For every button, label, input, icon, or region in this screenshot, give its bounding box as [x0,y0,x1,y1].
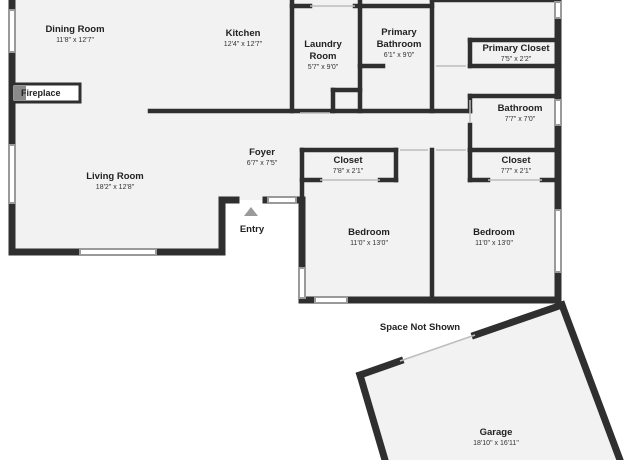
fireplace-hearth [14,86,26,100]
room-dims: 18'2" x 12'8" [96,184,135,191]
wall [355,370,389,460]
doors [300,5,542,181]
room-name: Room [310,51,337,62]
room-dims: 11'8" x 12'7" [56,37,94,44]
room-name: Bathroom [377,39,422,50]
entry-marker: Entry [240,207,265,235]
window [8,9,16,53]
room-dims: 11'0" x 13'0" [475,240,513,247]
window [8,144,16,204]
room-dims: 7'5" x 2'2" [501,56,532,63]
window [314,296,348,304]
room-name: Garage [480,427,513,438]
room-dims: 7'8" x 2'1" [333,168,364,175]
windows [8,1,562,304]
room-dims: 5'7" x 9'0" [308,64,339,71]
fireplace-label: Fireplace [21,88,61,98]
garage-floor [360,305,620,460]
room-dims: 6'7" x 7'5" [247,160,278,167]
room-name: Dining Room [45,24,104,35]
room-name: Primary [381,27,417,38]
window [79,248,157,256]
window [267,196,297,204]
room-dims: 7'7" x 7'0" [505,116,536,123]
room-name: Bedroom [348,227,390,238]
room-dims: 12'4" x 12'7" [224,41,263,48]
room-dims: 6'1" x 9'0" [384,52,415,59]
wall [470,300,567,340]
window [554,1,562,19]
room-name: Bedroom [473,227,515,238]
room-dims: 18'10" x 16'11" [473,440,519,447]
main-floor [12,0,558,300]
fireplace: Fireplace [10,82,82,104]
room-name: Foyer [249,147,275,158]
fireplace-box [10,82,82,104]
room-name: Living Room [86,171,144,182]
room-labels: Dining Room 11'8" x 12'7" Kitchen 12'4" … [45,24,550,447]
garage-walls [355,300,624,460]
room-name: Laundry [304,39,342,50]
room-dims: 11'0" x 13'0" [350,240,388,247]
room-name: Kitchen [226,28,261,39]
entry-label: Entry [240,224,265,235]
window [298,267,306,299]
room-dims: 7'7" x 2'1" [501,168,532,175]
space-not-shown-label: Space Not Shown [380,322,460,333]
floor-fills [12,0,620,460]
entry-arrow-icon [244,207,258,216]
garage-door [399,334,476,362]
window [554,99,562,126]
window [554,209,562,273]
room-name: Closet [501,155,531,166]
room-name: Bathroom [498,103,543,114]
interior-walls [147,0,561,303]
room-name: Closet [333,155,363,166]
wall [557,300,624,460]
room-name: Primary Closet [482,43,550,54]
wall [355,356,405,380]
